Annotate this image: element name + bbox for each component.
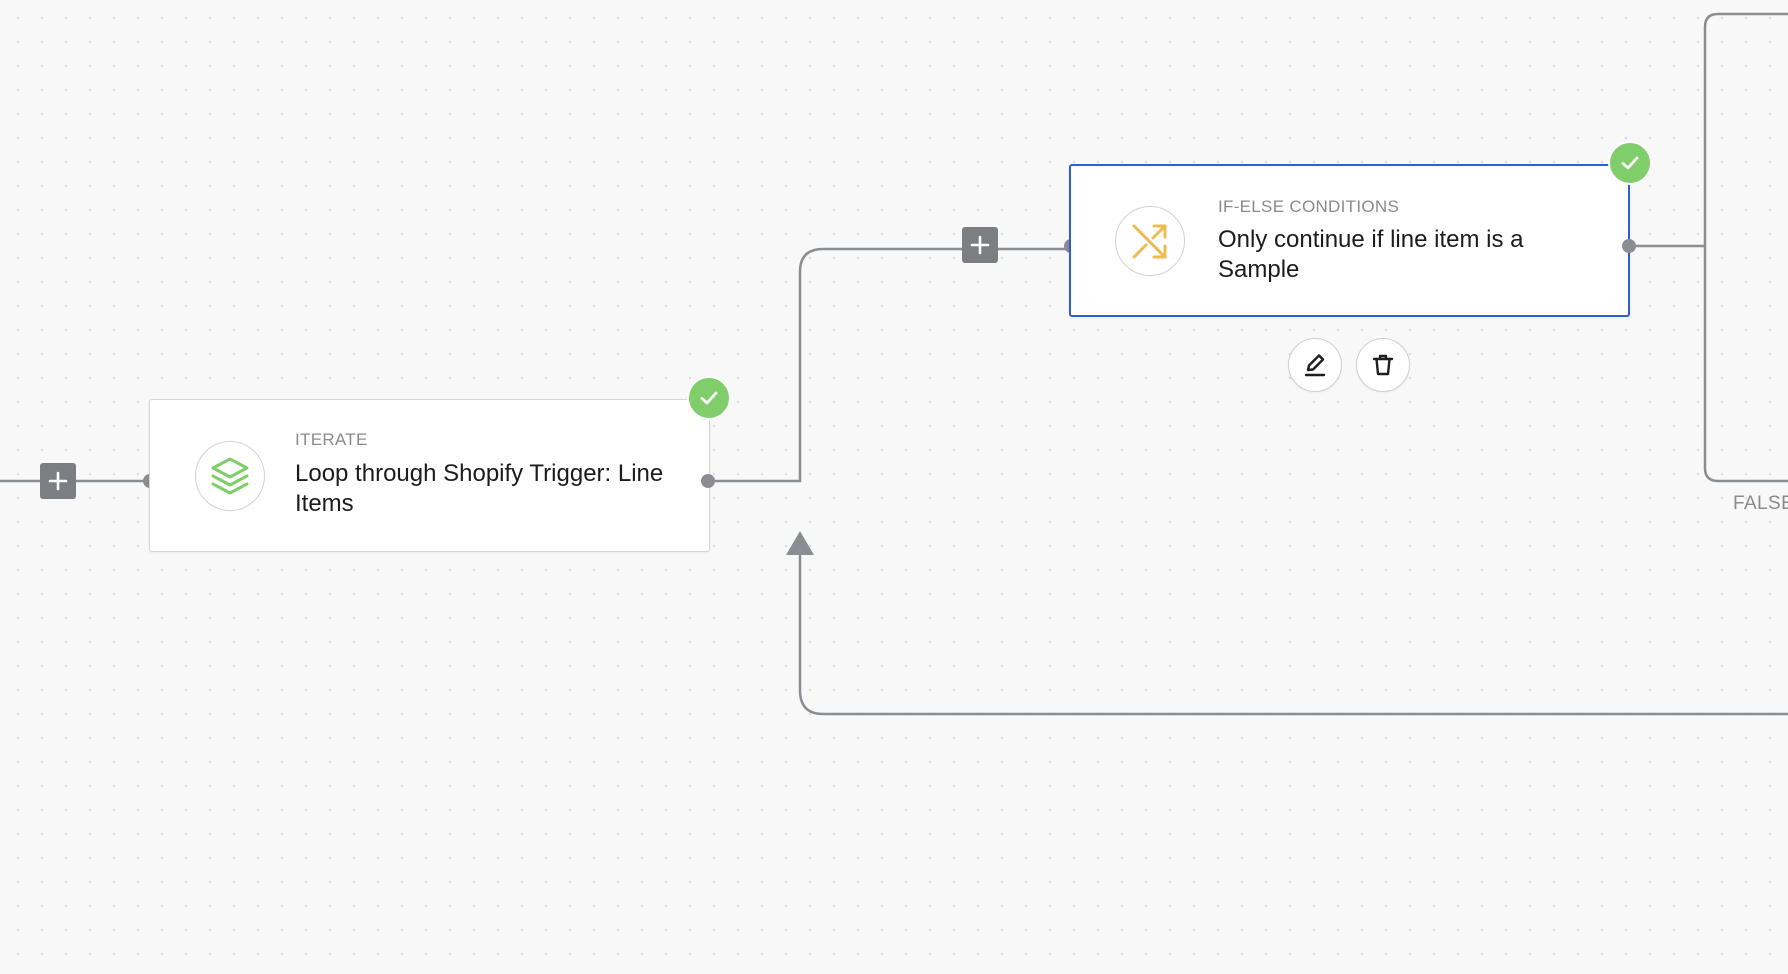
layers-icon xyxy=(211,457,249,495)
shuffle-icon xyxy=(1132,224,1167,259)
edit-icon xyxy=(1304,354,1326,377)
condition-node-title: Only continue if line item is a Sample xyxy=(1218,226,1524,283)
iterate-node[interactable]: ITERATE Loop through Shopify Trigger: Li… xyxy=(149,399,710,552)
condition-node-type: IF-ELSE CONDITIONS xyxy=(1218,197,1400,216)
check-icon xyxy=(1621,156,1639,170)
false-branch-label: FALSE xyxy=(1733,493,1788,514)
plus-icon xyxy=(48,471,68,491)
edit-node-button[interactable] xyxy=(1288,338,1342,392)
condition-node[interactable]: IF-ELSE CONDITIONS Only continue if line… xyxy=(1069,164,1630,317)
iterate-node-icon xyxy=(195,441,265,511)
iterate-node-type: ITERATE xyxy=(295,430,368,449)
connector-iterate-to-condition xyxy=(708,247,1070,483)
plus-icon xyxy=(970,235,990,255)
connector-loop-back xyxy=(798,548,1788,716)
condition-node-icon xyxy=(1115,206,1185,276)
condition-output-port[interactable] xyxy=(1622,239,1636,253)
add-step-button-condition[interactable] xyxy=(962,227,998,263)
trash-icon xyxy=(1372,354,1394,376)
delete-node-button[interactable] xyxy=(1356,338,1410,392)
add-step-button-entry[interactable] xyxy=(40,463,76,499)
condition-status-badge xyxy=(1608,141,1652,185)
connector-branch-container xyxy=(1703,12,1788,483)
iterate-node-title: Loop through Shopify Trigger: Line Items xyxy=(295,460,664,517)
iterate-status-badge xyxy=(687,376,731,420)
check-icon xyxy=(700,391,718,405)
iterate-output-port[interactable] xyxy=(701,474,715,488)
loop-arrow-head xyxy=(786,531,814,555)
